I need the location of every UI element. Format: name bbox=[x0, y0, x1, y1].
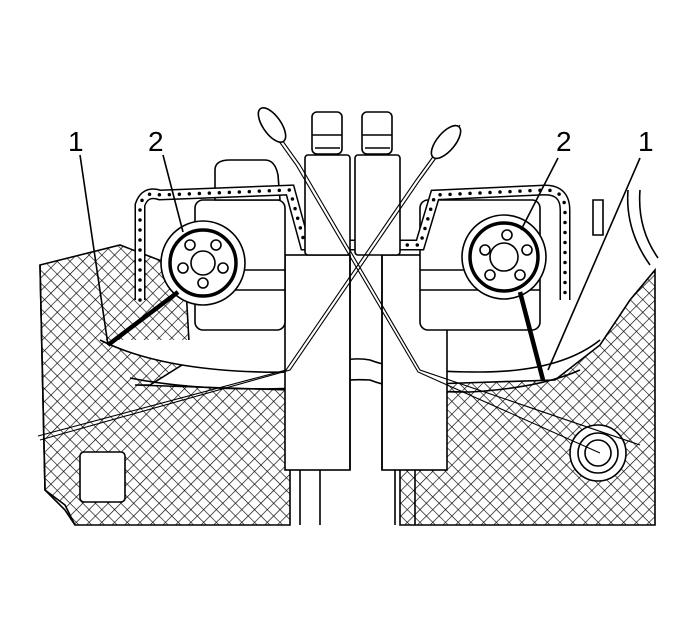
callout-1-right: 1 bbox=[638, 126, 654, 157]
retaining-wires bbox=[37, 107, 641, 454]
leader-left-2 bbox=[162, 154, 184, 233]
callout-2-left: 2 bbox=[148, 126, 164, 157]
callout-2-right: 2 bbox=[556, 126, 572, 157]
leader-left-2-bold bbox=[106, 290, 180, 347]
leader-left-1 bbox=[79, 154, 109, 346]
camshaft-sprocket-left bbox=[160, 220, 246, 306]
leader-right-1 bbox=[547, 157, 641, 371]
block-plug-left bbox=[79, 451, 126, 503]
engine-block-right bbox=[399, 267, 656, 526]
wire-clip-left bbox=[257, 107, 287, 143]
camshaft-sprocket-right bbox=[461, 214, 547, 300]
leader-right-2 bbox=[520, 157, 559, 231]
timing-tool-pins bbox=[304, 111, 401, 256]
right-tube-1 bbox=[592, 199, 604, 236]
leader-right-2-bold bbox=[517, 291, 546, 381]
leader-lines bbox=[79, 154, 641, 381]
wire-clip-right bbox=[430, 124, 462, 160]
callout-1-left: 1 bbox=[68, 126, 84, 157]
